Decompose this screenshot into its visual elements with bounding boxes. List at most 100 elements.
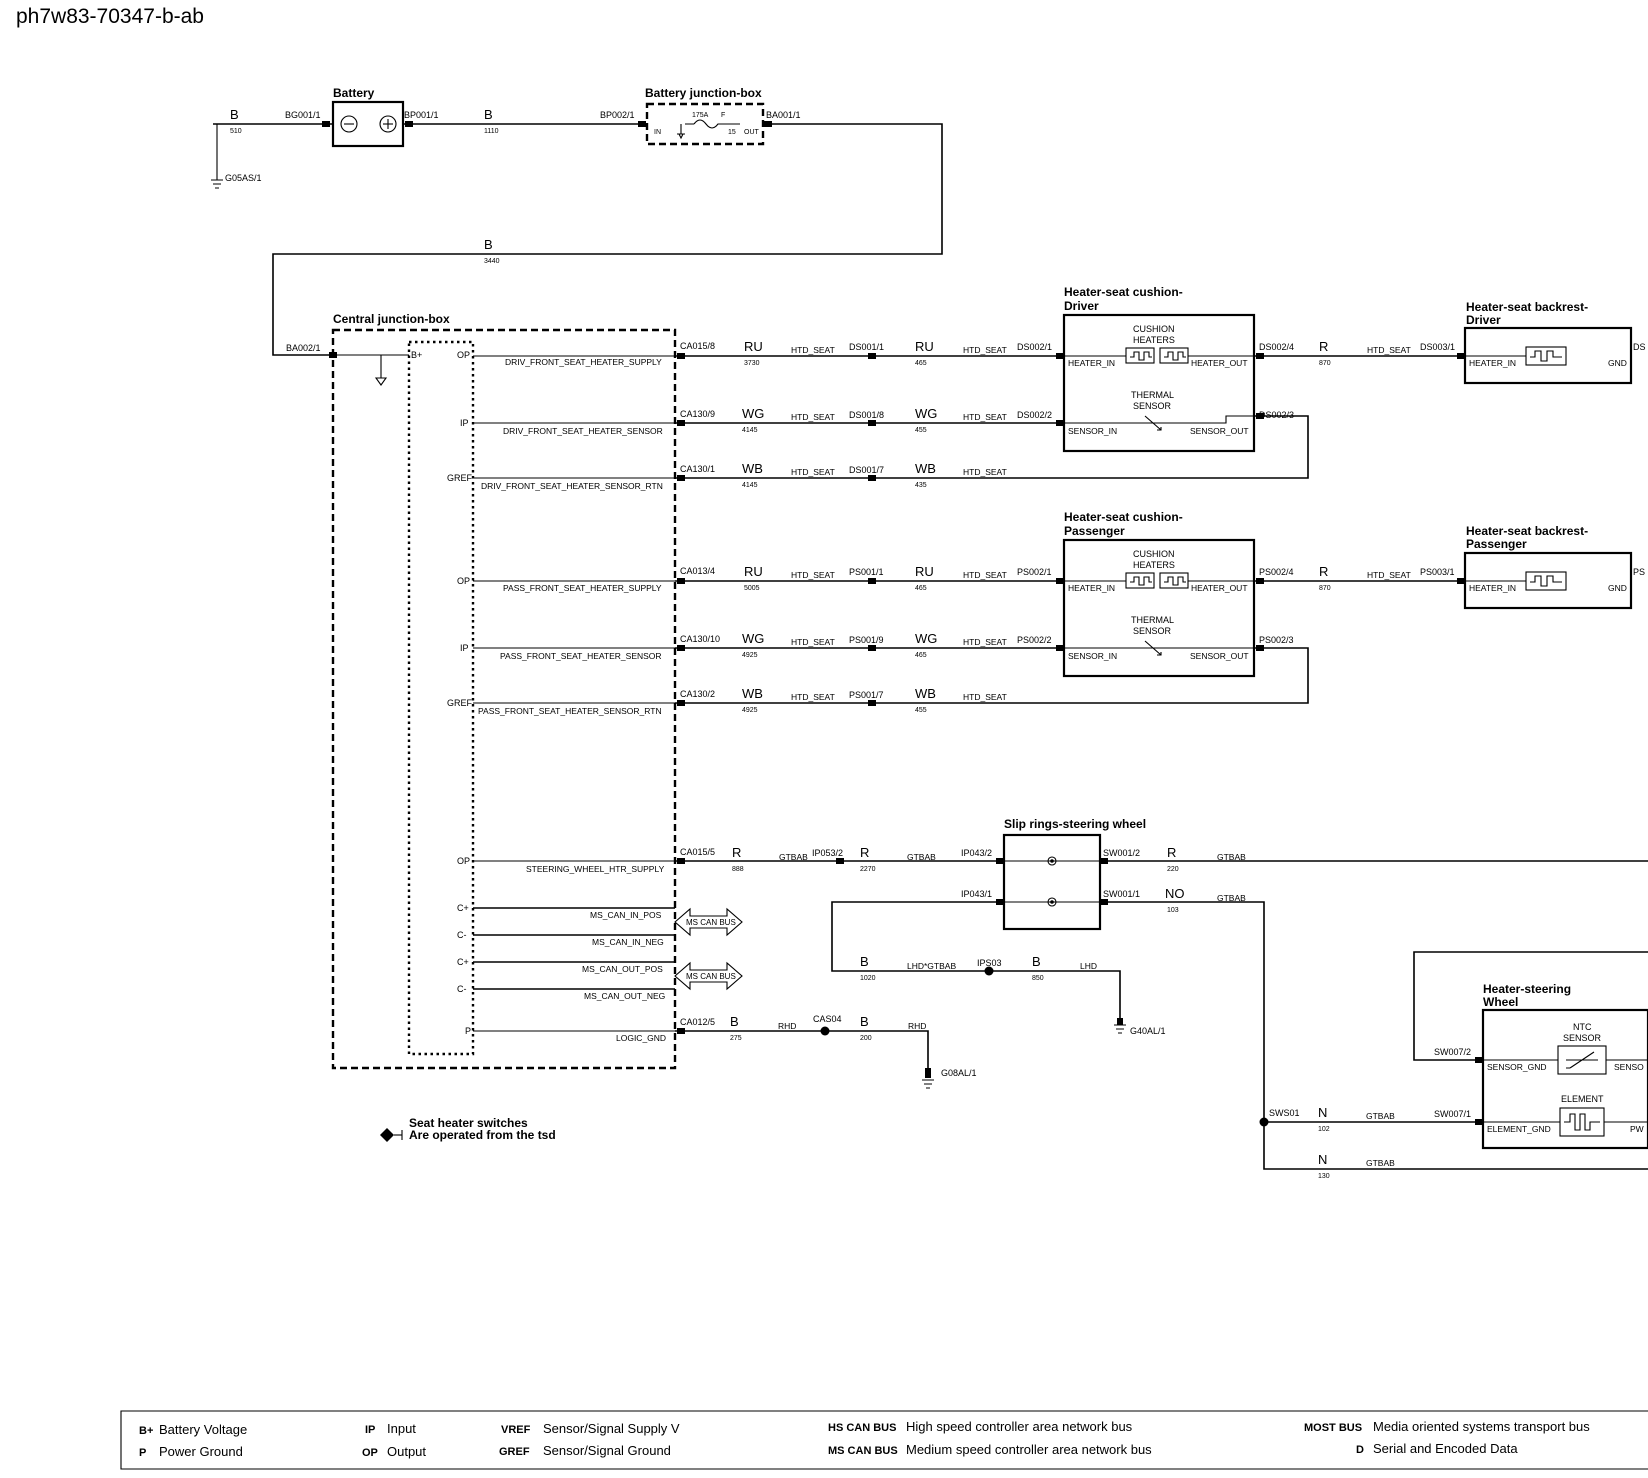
svg-text:IN: IN (654, 129, 661, 136)
svg-text:Output: Output (387, 1444, 426, 1459)
svg-text:Central junction-box: Central junction-box (333, 312, 450, 326)
svg-text:SENSO: SENSO (1614, 1062, 1644, 1072)
svg-text:C-: C- (457, 930, 467, 940)
svg-text:NTC: NTC (1573, 1022, 1592, 1032)
svg-text:510: 510 (230, 128, 242, 135)
svg-text:Media oriented systems transpo: Media oriented systems transport bus (1373, 1419, 1590, 1434)
svg-text:G40AL/1: G40AL/1 (1130, 1026, 1166, 1036)
svg-text:HEATER_OUT: HEATER_OUT (1191, 583, 1248, 593)
svg-text:Medium speed controller area n: Medium speed controller area network bus (906, 1442, 1152, 1457)
svg-text:PS002/3: PS002/3 (1259, 635, 1294, 645)
svg-text:Power Ground: Power Ground (159, 1444, 243, 1459)
svg-text:OP: OP (457, 856, 470, 866)
svg-text:PASS_FRONT_SEAT_HEATER_SUPPLY: PASS_FRONT_SEAT_HEATER_SUPPLY (503, 583, 662, 593)
svg-text:HTD_SEAT: HTD_SEAT (1367, 570, 1411, 580)
svg-text:B: B (730, 1014, 739, 1029)
svg-text:HTD_SEAT: HTD_SEAT (791, 637, 835, 647)
svg-text:Input: Input (387, 1421, 416, 1436)
svg-text:DS003/1: DS003/1 (1420, 342, 1455, 352)
svg-text:GND: GND (1608, 358, 1627, 368)
svg-text:SENSOR_IN: SENSOR_IN (1068, 651, 1117, 661)
svg-text:STEERING_WHEEL_HTR_SUPPLY: STEERING_WHEEL_HTR_SUPPLY (526, 864, 665, 874)
svg-text:SWS01: SWS01 (1269, 1108, 1300, 1118)
svg-text:HEATER_OUT: HEATER_OUT (1191, 358, 1248, 368)
svg-text:DS002/4: DS002/4 (1259, 342, 1294, 352)
svg-text:MS_CAN_OUT_NEG: MS_CAN_OUT_NEG (584, 991, 665, 1001)
svg-text:CUSHION: CUSHION (1133, 324, 1175, 334)
svg-text:CAS04: CAS04 (813, 1014, 842, 1024)
svg-text:CA130/1: CA130/1 (680, 464, 715, 474)
svg-text:HTD_SEAT: HTD_SEAT (791, 467, 835, 477)
svg-text:VREF: VREF (501, 1424, 531, 1436)
svg-text:G08AL/1: G08AL/1 (941, 1068, 977, 1078)
svg-text:Wheel: Wheel (1483, 995, 1518, 1009)
svg-text:WG: WG (915, 406, 937, 421)
battery-label: Battery (333, 86, 375, 100)
svg-text:MOST BUS: MOST BUS (1304, 1422, 1362, 1434)
svg-text:SW007/2: SW007/2 (1434, 1047, 1471, 1057)
svg-text:Are operated from the tsd: Are operated from the tsd (409, 1128, 556, 1142)
svg-text:SENSOR_OUT: SENSOR_OUT (1190, 426, 1249, 436)
svg-text:130: 130 (1318, 1173, 1330, 1180)
svg-text:MS CAN BUS: MS CAN BUS (828, 1445, 898, 1457)
svg-text:OUT: OUT (744, 129, 760, 136)
svg-text:Sensor/Signal Supply V: Sensor/Signal Supply V (543, 1421, 680, 1436)
svg-text:CA015/5: CA015/5 (680, 847, 715, 857)
svg-text:B: B (1032, 954, 1041, 969)
svg-text:275: 275 (730, 1035, 742, 1042)
svg-text:DS002/1: DS002/1 (1017, 342, 1052, 352)
svg-text:HEATER_IN: HEATER_IN (1469, 583, 1516, 593)
svg-text:RU: RU (744, 564, 763, 579)
svg-text:N: N (1318, 1152, 1327, 1167)
svg-text:B: B (860, 954, 869, 969)
central-junction-box: Central junction-box B+ OP IP GREF OP IP… (331, 312, 677, 1070)
svg-text:PS002/1: PS002/1 (1017, 567, 1052, 577)
svg-text:BP001/1: BP001/1 (404, 110, 439, 120)
svg-text:102: 102 (1318, 1126, 1330, 1133)
svg-text:465: 465 (915, 585, 927, 592)
svg-text:P: P (465, 1026, 471, 1036)
svg-text:WB: WB (742, 686, 763, 701)
svg-text:HTD_SEAT: HTD_SEAT (791, 570, 835, 580)
svg-text:WB: WB (915, 461, 936, 476)
svg-text:4145: 4145 (742, 482, 758, 489)
steering-wheel-circuits: Slip rings-steering wheel Heater-steerin… (675, 817, 1648, 1180)
svg-text:GTBAB: GTBAB (1217, 852, 1246, 862)
svg-text:IP: IP (460, 643, 469, 653)
svg-text:Seat heater switches: Seat heater switches (409, 1116, 528, 1130)
svg-text:BA001/1: BA001/1 (766, 110, 801, 120)
svg-text:IP043/1: IP043/1 (961, 889, 992, 899)
svg-text:WG: WG (742, 631, 764, 646)
svg-text:Heater-seat cushion-: Heater-seat cushion- (1064, 285, 1183, 299)
svg-text:Sensor/Signal Ground: Sensor/Signal Ground (543, 1443, 671, 1458)
svg-text:CA130/9: CA130/9 (680, 409, 715, 419)
svg-text:GTBAB: GTBAB (1366, 1111, 1395, 1121)
ms-can-bus-arrow-1: MS CAN BUS (674, 907, 743, 937)
svg-text:SENSOR: SENSOR (1133, 401, 1172, 411)
svg-text:GTBAB: GTBAB (907, 852, 936, 862)
svg-text:PS001/7: PS001/7 (849, 690, 884, 700)
svg-text:2270: 2270 (860, 866, 876, 873)
svg-text:HTD_SEAT: HTD_SEAT (963, 345, 1007, 355)
svg-text:200: 200 (860, 1035, 872, 1042)
svg-text:175A: 175A (692, 112, 709, 119)
svg-text:5005: 5005 (744, 585, 760, 592)
svg-text:CA013/4: CA013/4 (680, 566, 715, 576)
driver-seat-circuits: Heater-seat cushion- Driver CUSHION HEAT… (675, 285, 1646, 489)
svg-text:HEATER_IN: HEATER_IN (1068, 583, 1115, 593)
svg-text:N: N (1318, 1105, 1327, 1120)
svg-text:SENSOR_IN: SENSOR_IN (1068, 426, 1117, 436)
svg-text:SENSOR: SENSOR (1563, 1033, 1602, 1043)
svg-text:CA015/8: CA015/8 (680, 341, 715, 351)
svg-text:R: R (1319, 564, 1328, 579)
svg-text:B+: B+ (411, 350, 422, 360)
svg-text:IP: IP (365, 1424, 375, 1436)
svg-text:LHD*GTBAB: LHD*GTBAB (907, 961, 956, 971)
svg-text:PS001/1: PS001/1 (849, 567, 884, 577)
svg-text:PS002/2: PS002/2 (1017, 635, 1052, 645)
svg-text:455: 455 (915, 707, 927, 714)
svg-text:R: R (1319, 339, 1328, 354)
svg-text:HTD_SEAT: HTD_SEAT (963, 412, 1007, 422)
svg-text:RHD: RHD (908, 1021, 926, 1031)
